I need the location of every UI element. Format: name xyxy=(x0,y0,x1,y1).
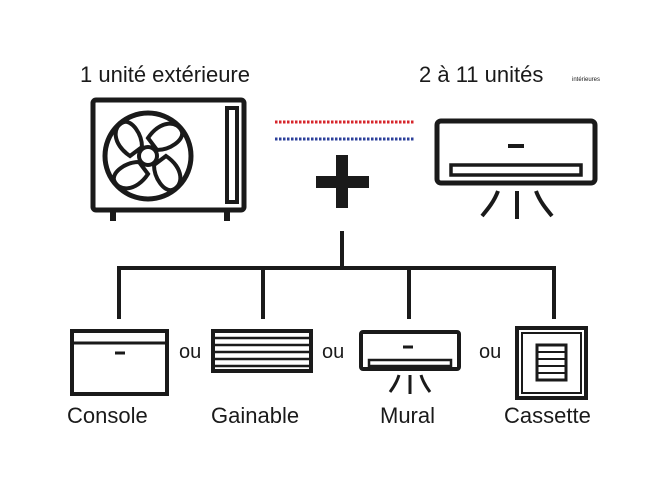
gainable-label: Gainable xyxy=(211,403,300,428)
indoor-units-sublabel: intérieures xyxy=(572,77,601,83)
ducted-unit-icon xyxy=(211,329,313,373)
refrigerant-pipes xyxy=(275,120,414,141)
wall-unit-large-icon xyxy=(434,118,598,219)
plus-icon xyxy=(316,155,369,208)
indoor-units-label: 2 à 11 unités xyxy=(419,62,544,87)
wall-unit-icon xyxy=(359,330,461,394)
outdoor-unit-label: 1 unité extérieure xyxy=(80,62,250,87)
console-unit-icon xyxy=(70,329,169,396)
or-label-3: ou xyxy=(479,341,502,363)
mural-label: Mural xyxy=(380,403,436,428)
console-label: Console xyxy=(67,403,148,428)
or-label-2: ou xyxy=(322,341,345,363)
outdoor-unit-icon xyxy=(90,97,247,221)
distribution-lines xyxy=(117,231,556,319)
cassette-label: Cassette xyxy=(504,403,591,428)
or-label-1: ou xyxy=(179,341,202,363)
cassette-unit-icon xyxy=(515,326,588,400)
